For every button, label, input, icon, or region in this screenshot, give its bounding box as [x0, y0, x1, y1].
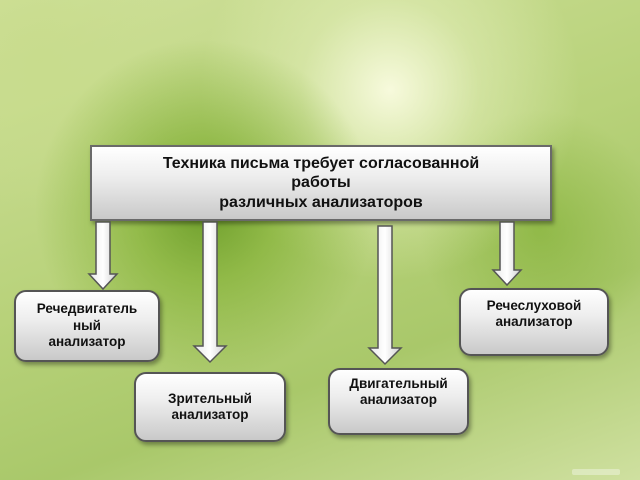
motor-analyzer-box: Двигательный анализатор — [328, 368, 469, 435]
watermark-logo — [572, 469, 620, 475]
main-box: Техника письма требует согласованной раб… — [90, 145, 552, 221]
speech-hearing-analyzer-box: Речеслуховой анализатор — [459, 288, 609, 356]
arrow-to-visual — [192, 221, 228, 364]
speech-hearing-analyzer-label: Речеслуховой анализатор — [486, 298, 582, 330]
visual-analyzer-label: Зрительный анализатор — [168, 390, 252, 422]
visual-analyzer-box: Зрительный анализатор — [134, 372, 286, 442]
motor-analyzer-label: Двигательный анализатор — [349, 376, 448, 408]
speech-motor-analyzer-box: Речедвигатель ный анализатор — [14, 290, 160, 362]
main-title: Техника письма требует согласованной раб… — [162, 154, 480, 211]
speech-motor-analyzer-label: Речедвигатель ный анализатор — [36, 301, 138, 350]
arrow-to-speech-motor — [87, 221, 119, 291]
arrow-to-motor — [367, 225, 403, 366]
arrow-to-speech-hearing — [491, 221, 523, 287]
